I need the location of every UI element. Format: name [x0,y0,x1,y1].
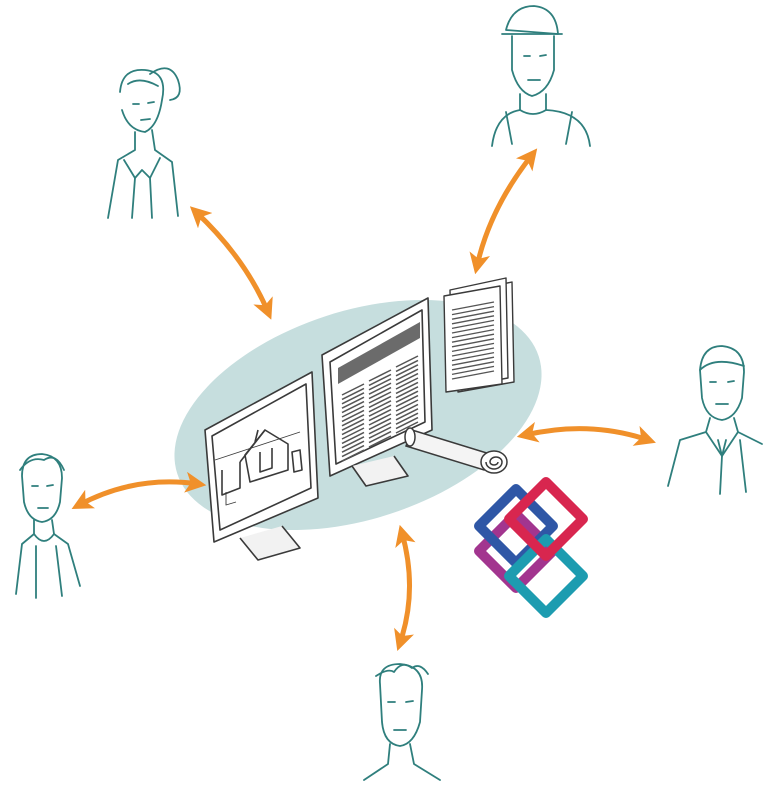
text-line [395,355,419,368]
text-line [395,390,419,403]
text-line [451,333,495,343]
text-line [451,319,495,330]
text-line [341,383,365,396]
text-line [368,382,392,395]
arrow-woman-hub [189,206,273,320]
text-line [341,405,365,418]
text-line [341,444,365,458]
text-line [368,426,392,439]
text-line [368,435,392,448]
text-line [395,403,419,417]
text-line [395,386,419,399]
text-line [395,372,419,386]
text-line [451,324,495,334]
connection-arrows [71,148,656,651]
text-line [368,422,392,435]
text-line [368,417,392,431]
text-line [341,396,365,409]
person-tie-icon [667,345,763,495]
text-line [368,386,392,400]
text-line [451,347,495,357]
person-woman-icon [107,67,181,219]
text-line [368,391,392,404]
text-line [368,378,392,391]
text-line [451,328,495,339]
rolled-plans-icon [404,427,508,474]
text-line [395,381,419,395]
text-line [368,400,392,413]
central-hub [174,277,542,561]
text-line [341,414,365,427]
text-line [368,430,392,444]
text-line [395,377,419,390]
text-line [341,440,365,453]
text-line [451,365,495,376]
text-line [341,392,365,405]
text-line [451,356,495,366]
text-line [451,315,495,325]
paper-text-lines [451,301,495,380]
person-man-left-icon [15,453,81,599]
paper-stack-icon [443,277,515,393]
text-line [368,413,392,426]
text-line [395,359,419,373]
text-line [341,449,365,462]
text-line [451,310,495,320]
text-line [341,436,365,449]
text-line [341,387,365,401]
arrow-man-right-hub [516,421,656,446]
text-line [395,364,419,377]
document-text-lines [341,355,419,462]
text-line [368,408,392,422]
arrow-worker-hub [469,148,538,275]
text-line [395,416,419,430]
text-line [341,400,365,414]
text-line [341,409,365,423]
text-line [451,338,495,348]
arrow-man-bottom-hub [394,524,416,651]
person-man-bottom-icon [363,663,441,781]
arrow-man-left-hub [71,471,207,509]
monitor-3d-model-icon [204,371,319,561]
text-line [451,342,495,353]
text-line [395,368,419,381]
text-line [451,301,495,311]
text-line [368,373,392,387]
text-line [341,422,365,436]
person-hardhat-icon [491,5,591,147]
text-line [451,305,495,316]
text-line [368,395,392,409]
text-line [341,418,365,431]
text-line [395,408,419,421]
text-line [395,399,419,412]
text-line [451,370,495,380]
text-line [395,394,419,408]
text-line [368,369,392,382]
text-line [341,431,365,445]
interlocking-chain-logo [474,477,588,618]
text-line [451,351,495,362]
text-line [341,427,365,440]
text-line [451,361,495,371]
text-line [395,421,419,434]
text-line [368,404,392,417]
text-line [395,412,419,425]
